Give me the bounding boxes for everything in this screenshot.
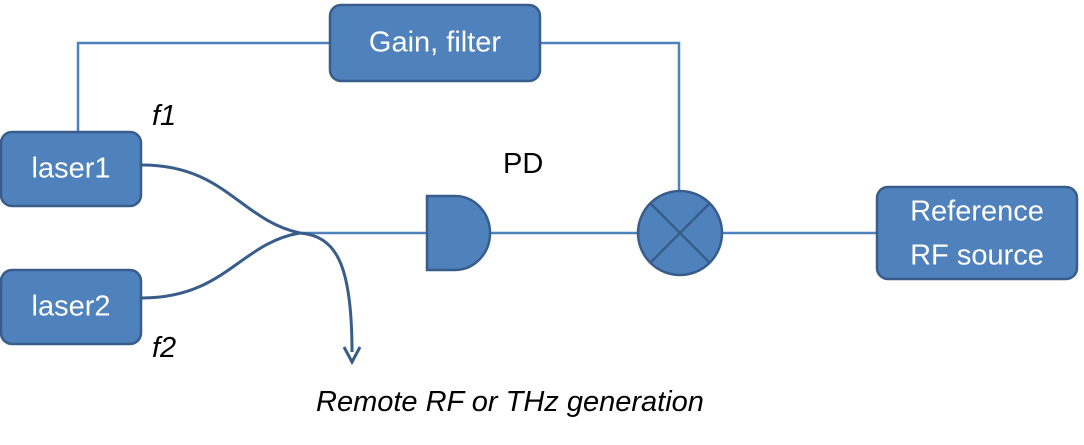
laser2-label: laser2 [32,291,111,323]
mixer-icon [636,189,724,277]
feedback-wire-left [76,41,330,132]
laser1-block: laser1 [0,130,143,208]
remote-generation-label: Remote RF or THz generation [316,386,704,418]
reference-label-line2: RF source [910,240,1044,272]
reference-label-line1: Reference [910,196,1044,228]
gain-filter-label: Gain, filter [369,27,501,59]
laser1-label: laser1 [32,153,111,185]
f2-label: f2 [152,332,176,364]
reference-rf-source-block: Reference RF source [875,185,1079,281]
arrow-down-icon [342,346,362,366]
gain-filter-block: Gain, filter [328,3,542,83]
pd-label: PD [503,148,543,180]
fiber-laser1 [141,163,301,235]
remote-tap-line [299,231,354,353]
feedback-wire-right [540,41,681,190]
fiber-laser2 [141,231,301,300]
laser2-block: laser2 [0,268,143,346]
f1-label: f1 [152,100,176,132]
photodetector-icon [425,194,492,272]
